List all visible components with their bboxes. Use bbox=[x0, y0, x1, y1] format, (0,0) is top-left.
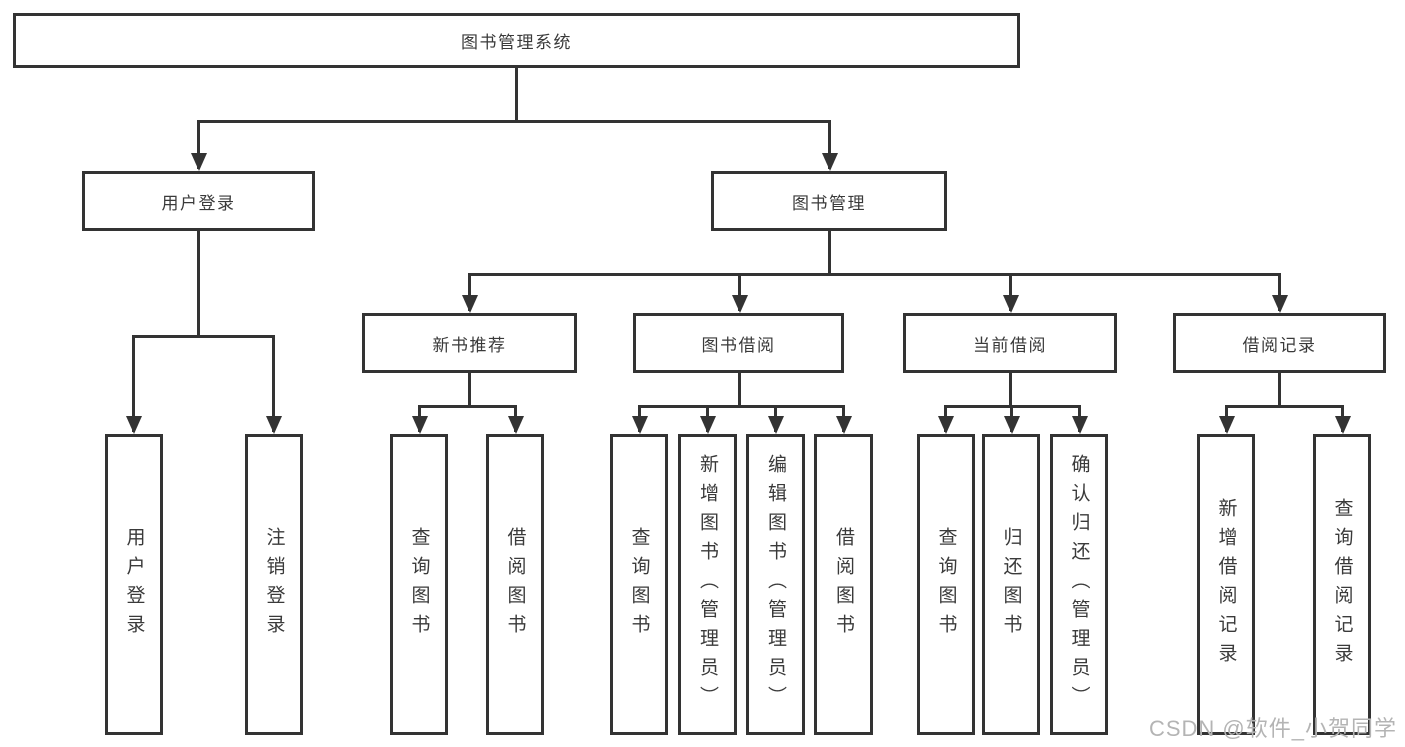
node-label: 图书管理 bbox=[792, 193, 866, 213]
connector-line bbox=[1009, 373, 1012, 405]
arrowhead-down-icon bbox=[632, 416, 648, 434]
node-user-login-branch: 用户登录 bbox=[82, 171, 315, 231]
arrowhead-down-icon bbox=[412, 416, 428, 434]
node-label: 借阅图书 bbox=[833, 526, 854, 643]
arrowhead-down-icon bbox=[1072, 416, 1088, 434]
connector-line bbox=[515, 68, 518, 120]
connector-line bbox=[132, 335, 275, 338]
node-leaf-borrow-books-1: 借阅图书 bbox=[486, 434, 544, 735]
node-book-borrowing: 图书借阅 bbox=[633, 313, 844, 373]
connector-line bbox=[1278, 373, 1281, 405]
node-borrowing-records: 借阅记录 bbox=[1173, 313, 1386, 373]
connector-line bbox=[828, 231, 831, 273]
node-leaf-confirm-return-admin: 确认归还（管理员） bbox=[1050, 434, 1108, 735]
node-leaf-user-login: 用户登录 bbox=[105, 434, 163, 735]
node-label: 图书借阅 bbox=[701, 335, 776, 355]
arrowhead-down-icon bbox=[191, 153, 207, 171]
arrowhead-down-icon bbox=[700, 416, 716, 434]
arrowhead-down-icon bbox=[768, 416, 784, 434]
arrowhead-down-icon bbox=[1003, 295, 1019, 313]
arrowhead-down-icon bbox=[1335, 416, 1351, 434]
node-book-management-branch: 图书管理 bbox=[711, 171, 947, 231]
arrowhead-down-icon bbox=[938, 416, 954, 434]
arrowhead-down-icon bbox=[126, 416, 142, 434]
connector-line bbox=[1278, 273, 1281, 311]
node-label: 新增图书（管理员） bbox=[697, 454, 718, 715]
arrowhead-down-icon bbox=[1219, 416, 1235, 434]
connector-line bbox=[197, 120, 200, 169]
arrowhead-down-icon bbox=[822, 153, 838, 171]
connector-line bbox=[1009, 273, 1012, 311]
node-label: 用户登录 bbox=[123, 526, 145, 643]
connector-line bbox=[468, 273, 1280, 276]
arrowhead-down-icon bbox=[1272, 295, 1288, 313]
node-leaf-return-books: 归还图书 bbox=[982, 434, 1040, 735]
node-label: 注销登录 bbox=[263, 526, 285, 643]
node-label: 编辑图书（管理员） bbox=[765, 454, 786, 715]
arrowhead-down-icon bbox=[266, 416, 282, 434]
connector-line bbox=[132, 335, 135, 432]
connector-line bbox=[738, 273, 741, 311]
node-leaf-query-books-2: 查询图书 bbox=[610, 434, 668, 735]
connector-line bbox=[468, 273, 471, 311]
node-root-library-system: 图书管理系统 bbox=[13, 13, 1020, 68]
node-leaf-query-borrow-record: 查询借阅记录 bbox=[1313, 434, 1371, 735]
connector-line bbox=[1225, 405, 1343, 408]
arrowhead-down-icon bbox=[836, 416, 852, 434]
node-label: 新书推荐 bbox=[432, 335, 507, 355]
connector-line bbox=[638, 405, 845, 408]
node-leaf-add-books-admin: 新增图书（管理员） bbox=[678, 434, 737, 735]
node-label: 查询图书 bbox=[935, 526, 957, 643]
node-leaf-add-borrow-record: 新增借阅记录 bbox=[1197, 434, 1255, 735]
connector-line bbox=[418, 405, 517, 408]
node-current-borrowing: 当前借阅 bbox=[903, 313, 1117, 373]
arrowhead-down-icon bbox=[732, 295, 748, 313]
node-label: 借阅图书 bbox=[504, 526, 526, 643]
connector-line bbox=[272, 335, 275, 432]
node-label: 归还图书 bbox=[1000, 526, 1022, 643]
node-label: 查询借阅记录 bbox=[1331, 497, 1353, 672]
node-label: 查询图书 bbox=[408, 526, 430, 643]
node-label: 新增借阅记录 bbox=[1215, 497, 1237, 672]
arrowhead-down-icon bbox=[508, 416, 524, 434]
arrowhead-down-icon bbox=[1004, 416, 1020, 434]
node-label: 确认归还（管理员） bbox=[1068, 454, 1090, 715]
node-new-book-recommendation: 新书推荐 bbox=[362, 313, 577, 373]
connector-line bbox=[197, 231, 200, 335]
connector-line bbox=[738, 373, 741, 405]
node-label: 图书管理系统 bbox=[461, 33, 572, 52]
node-leaf-query-books-3: 查询图书 bbox=[917, 434, 975, 735]
node-leaf-logout: 注销登录 bbox=[245, 434, 303, 735]
connector-line bbox=[197, 120, 831, 123]
node-leaf-query-books-1: 查询图书 bbox=[390, 434, 448, 735]
node-leaf-borrow-books-2: 借阅图书 bbox=[814, 434, 873, 735]
node-label: 查询图书 bbox=[628, 526, 650, 643]
connector-line bbox=[828, 120, 831, 169]
node-leaf-edit-books-admin: 编辑图书（管理员） bbox=[746, 434, 805, 735]
node-label: 当前借阅 bbox=[973, 335, 1047, 355]
connector-line bbox=[468, 373, 471, 405]
arrowhead-down-icon bbox=[462, 295, 478, 313]
node-label: 借阅记录 bbox=[1242, 335, 1317, 355]
node-label: 用户登录 bbox=[161, 193, 236, 213]
